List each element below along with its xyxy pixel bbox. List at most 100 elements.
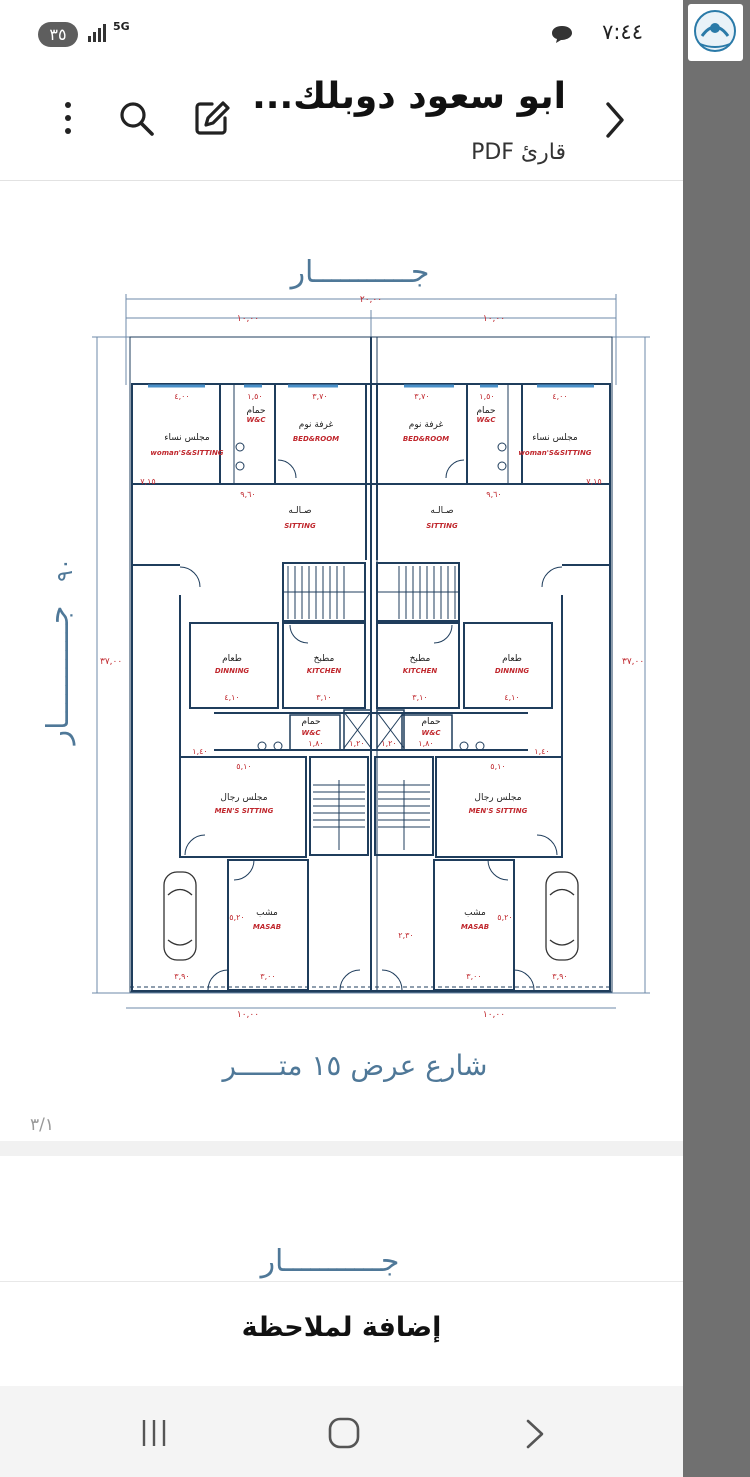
dim-label: ٧,١٥ <box>140 477 155 486</box>
men-sitting-label-ar-right: مجلس رجال <box>474 793 521 803</box>
dim-bottom-right: ١٠,٠٠ <box>483 1010 505 1020</box>
bath-fixtures <box>235 442 507 751</box>
back-chevron-icon[interactable] <box>603 100 627 144</box>
bedroom-label-ar-left: غرفة نوم <box>299 420 334 430</box>
top-neighbor-label: جـــــــــــار <box>289 255 430 290</box>
bath-label-en-left: W&C <box>247 416 267 424</box>
kitchen-label-ar-left: مطبخ <box>314 654 335 664</box>
dim-label: ١,٨٠ <box>308 739 323 748</box>
pdf-page-1[interactable]: جـــــــــــار ٢٠,٠٠ ١٠,٠٠ ١٠,٠٠ ١٠,٠٠ ١… <box>0 181 683 1141</box>
masab-label-ar-left: مشب <box>256 908 278 918</box>
add-note-bar[interactable]: إضافة لملاحظة <box>0 1281 683 1387</box>
dim-label: ٣,٧٠ <box>414 392 429 401</box>
kitchen-label-en-right: KITCHEN <box>403 667 438 675</box>
wc-label-en-mid-right: W&C <box>422 729 442 737</box>
kitchen-label-ar-right: مطبخ <box>410 654 431 664</box>
wc-label-ar-mid-right: حمام <box>421 717 440 727</box>
hall-label-ar-left: صـالـه <box>288 506 311 516</box>
dim-label: ٧,١٥ <box>586 477 601 486</box>
side-dimension-label: ٩٠ <box>53 558 78 582</box>
street-label: شارع عرض ١٥ متـــــر <box>221 1049 488 1082</box>
dining-label-en-right: DINNING <box>495 667 530 675</box>
dim-label: ٤,٠٠ <box>552 392 567 401</box>
dim-label: ٥,١٠ <box>490 762 505 771</box>
dim-half-width-right: ١٠,٠٠ <box>483 314 505 324</box>
hall-label-en-right: SITTING <box>426 522 458 530</box>
dim-label: ٥,٢٠ <box>229 913 244 922</box>
dim-label: ١,٥٠ <box>247 392 262 401</box>
status-bar: ٣٥ 5G ٧:٤٤ <box>0 0 683 70</box>
page-indicator: ٣/١ <box>30 1115 54 1135</box>
men-sitting-label-en-left: MEN'S SITTING <box>215 807 274 815</box>
wc-label-en-mid-left: W&C <box>302 729 322 737</box>
dim-label: ١,٤٠ <box>192 747 207 756</box>
system-navigation-bar <box>0 1386 683 1477</box>
more-vert-icon[interactable] <box>58 100 78 140</box>
dim-label: ١,٨٠ <box>418 739 433 748</box>
phone-screen: ٣٥ 5G ٧:٤٤ ابو سعود دوبلك... قارئ PDF جـ… <box>0 0 683 1477</box>
dim-label: ٩,٦٠ <box>486 490 501 499</box>
page-2-drawing: جـــــــــــار <box>259 1244 400 1279</box>
dim-label: ٤,١٠ <box>224 693 239 702</box>
dim-label: ٣,٧٠ <box>312 392 327 401</box>
women-sitting-label-ar-right: مجلس نساء <box>532 433 578 443</box>
app-logo <box>688 4 743 61</box>
women-sitting-label-en-left: woman'S&SITTING <box>150 449 223 457</box>
dim-label: ٣,٠٠ <box>466 972 481 981</box>
back-icon[interactable] <box>524 1418 546 1454</box>
stair-treads <box>283 566 459 850</box>
dim-label: ٣,١٠ <box>316 693 331 702</box>
dim-half-width-left: ١٠,٠٠ <box>237 314 259 324</box>
women-sitting-label-en-right: woman'S&SITTING <box>518 449 591 457</box>
bedroom-label-ar-right: غرفة نوم <box>409 420 444 430</box>
notification-badge: ٣٥ <box>38 22 78 47</box>
dim-label: ١,٤٠ <box>534 747 549 756</box>
dim-label: ٥,٢٠ <box>497 913 512 922</box>
chat-notification-icon <box>551 24 573 48</box>
dim-depth-right: ٣٧,٠٠ <box>622 657 644 667</box>
plot-walls <box>129 336 613 993</box>
dim-label: ٤,١٠ <box>504 693 519 702</box>
women-sitting-label-ar-left: مجلس نساء <box>164 433 210 443</box>
wc-label-ar-mid-left: حمام <box>301 717 320 727</box>
dim-label: ١,٢٠ <box>381 739 396 748</box>
kitchen-label-en-left: KITCHEN <box>307 667 342 675</box>
pdf-toolbar: ابو سعود دوبلك... قارئ PDF <box>0 70 683 181</box>
dim-depth-left: ٣٧,٠٠ <box>100 657 122 667</box>
masab-label-en-left: MASAB <box>253 923 281 931</box>
dining-label-ar-right: طعام <box>502 654 522 664</box>
men-sitting-label-ar-left: مجلس رجال <box>220 793 267 803</box>
bedroom-label-en-left: BED&ROOM <box>293 435 339 443</box>
men-sitting-label-en-right: MEN'S SITTING <box>469 807 528 815</box>
app-subtitle: قارئ PDF <box>471 140 566 165</box>
signal-icon <box>88 22 108 48</box>
dim-label: ١,٥٠ <box>479 392 494 401</box>
dim-label: ١,٢٠ <box>349 739 364 748</box>
side-neighbor-label: جـــــــــــار <box>41 606 76 747</box>
home-icon[interactable] <box>327 1416 361 1454</box>
dining-label-en-left: DINNING <box>215 667 250 675</box>
dim-label: ٩,٦٠ <box>240 490 255 499</box>
dim-total-width: ٢٠,٠٠ <box>360 295 382 305</box>
pdf-page-2[interactable]: جـــــــــــار <box>0 1156 683 1281</box>
bath-label-ar-left: حمام <box>246 406 265 416</box>
edit-icon[interactable] <box>192 98 232 142</box>
door-swings <box>179 459 563 991</box>
bath-label-en-right: W&C <box>477 416 497 424</box>
dim-label: ٣,٩٠ <box>174 972 189 981</box>
page2-neighbor-label: جـــــــــــار <box>259 1244 400 1279</box>
dim-label: ٣,١٠ <box>412 693 427 702</box>
page-separator <box>0 1141 683 1156</box>
search-icon[interactable] <box>118 100 156 142</box>
dim-label: ٢,٣٠ <box>398 931 413 940</box>
dim-label: ٥,١٠ <box>236 762 251 771</box>
bath-label-ar-right: حمام <box>476 406 495 416</box>
add-note-button[interactable]: إضافة لملاحظة <box>241 1312 442 1343</box>
side-panel <box>683 0 750 1477</box>
masab-label-en-right: MASAB <box>461 923 489 931</box>
parked-cars <box>163 871 579 961</box>
recent-apps-icon[interactable] <box>140 1418 168 1452</box>
document-title: ابو سعود دوبلك... <box>252 76 566 117</box>
hall-label-en-left: SITTING <box>284 522 316 530</box>
dim-label: ٣,٩٠ <box>552 972 567 981</box>
